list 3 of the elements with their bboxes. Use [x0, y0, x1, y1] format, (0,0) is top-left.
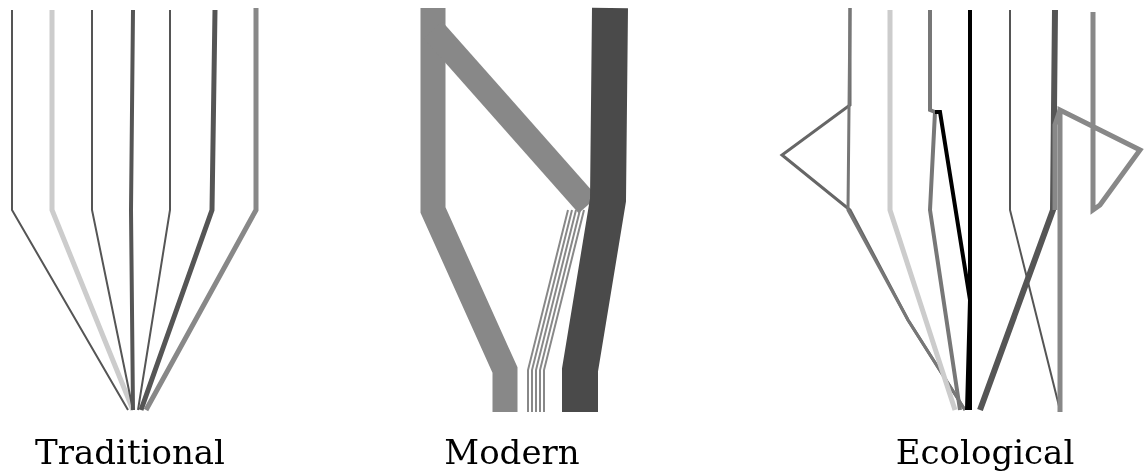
panel-title: Modern — [444, 432, 580, 472]
panel-title: Traditional — [35, 432, 225, 472]
panel-title: Ecological — [895, 432, 1075, 472]
